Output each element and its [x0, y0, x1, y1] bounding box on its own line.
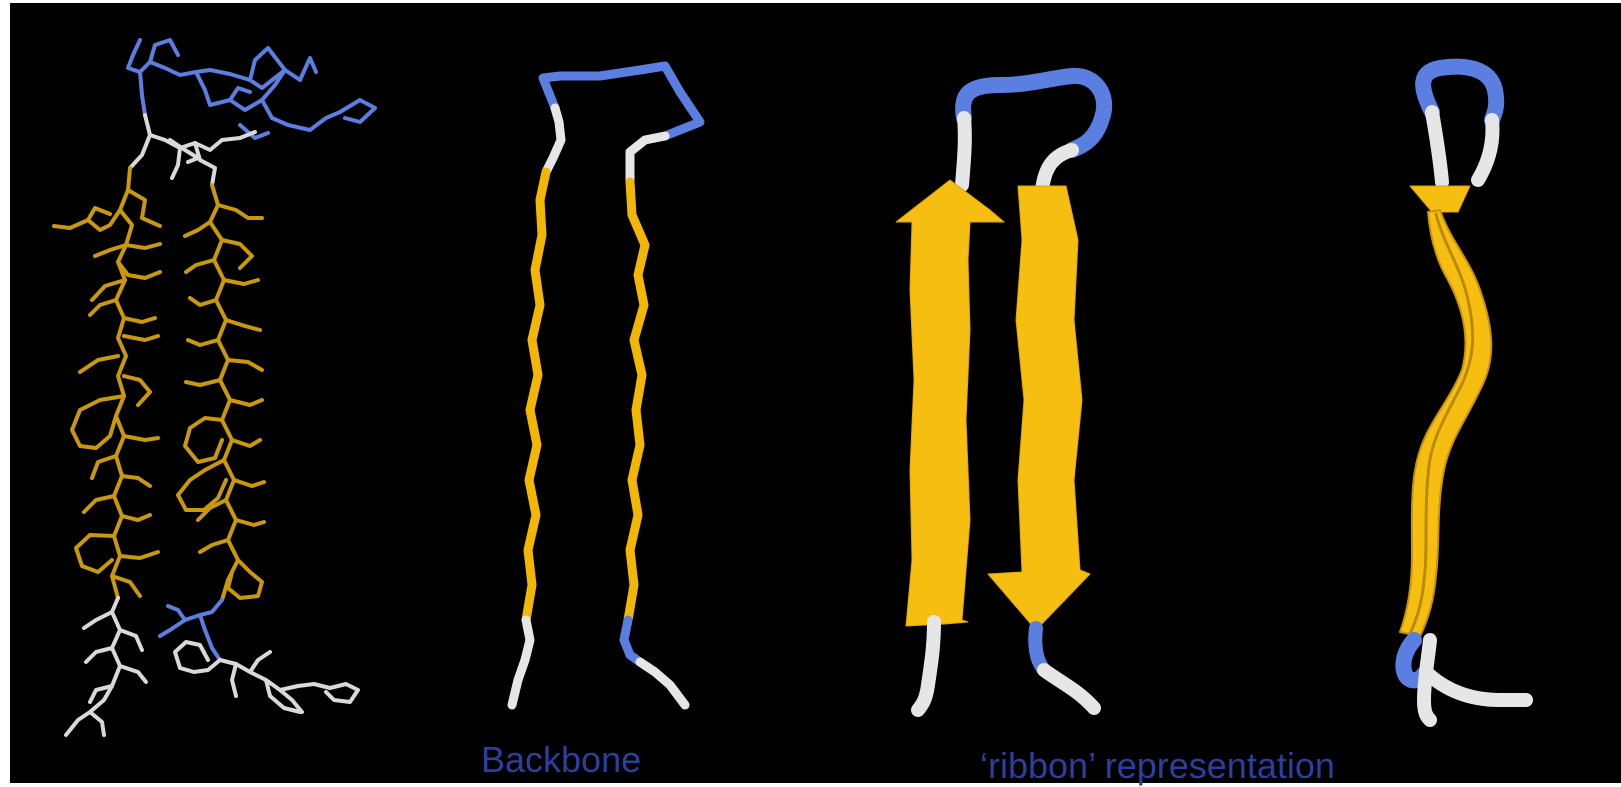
ribbon-representation-caption: ‘ribbon’ representation [980, 748, 1335, 784]
backbone-caption: Backbone [481, 742, 641, 778]
ribbon-coil-left-top [962, 118, 965, 185]
